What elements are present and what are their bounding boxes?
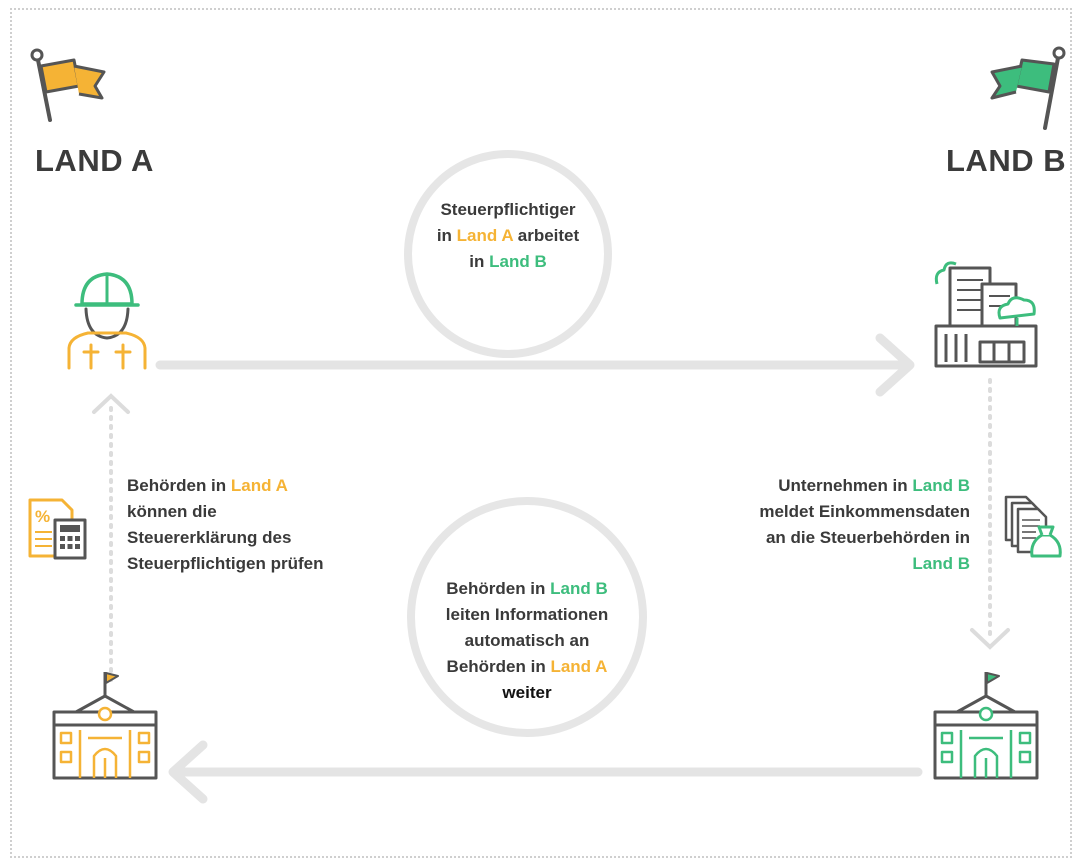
land-b-label: LAND B [946, 143, 1067, 178]
land-a-label: LAND A [35, 143, 154, 178]
flag-b-icon [990, 46, 1066, 130]
top-circle-text: Steuerpflichtiger in Land A arbeitet in … [418, 197, 598, 275]
left-description: Behörden in Land A können die Steuererkl… [127, 473, 387, 577]
worker-icon [67, 272, 147, 370]
svg-text:%: % [35, 507, 50, 526]
flag-a-icon [30, 48, 106, 122]
arrow-company-to-authority-b [970, 378, 1010, 650]
authority-a-building-icon [52, 672, 158, 780]
bottom-circle-text: Behörden in Land B leiten Informationen … [427, 576, 627, 706]
left-line-2: können die [127, 502, 217, 521]
land-b-highlight: Land B [912, 476, 970, 495]
bottom-circle-line-3: automatisch an [464, 631, 590, 650]
tax-document-icon: % [28, 498, 87, 560]
bottom-circle-line-1: Behörden in Land B [446, 579, 608, 598]
arrow-authority-b-to-a [168, 740, 923, 804]
authority-b-building-icon [933, 672, 1039, 780]
top-circle [404, 150, 612, 358]
company-building-icon [934, 261, 1038, 368]
right-line-1: Unternehmen in Land B [778, 476, 970, 495]
right-line-2: meldet Einkommensdaten [759, 502, 970, 521]
arrow-worker-to-company [155, 333, 915, 397]
dotted-frame [10, 8, 1072, 858]
right-line-4: Land B [700, 551, 970, 577]
land-b-highlight: Land B [489, 252, 547, 271]
land-b-highlight: Land B [550, 579, 608, 598]
left-line-4: Steuerpflichtigen prüfen [127, 554, 324, 573]
bottom-circle-line-2: leiten Informationen [445, 605, 609, 624]
bottom-circle-line-4: Behörden in Land A [446, 657, 608, 676]
land-a-highlight: Land A [550, 657, 608, 676]
left-line-1: Behörden in Land A [127, 476, 288, 495]
left-line-3: Steuererklärung des [127, 528, 292, 547]
top-circle-line-3: in Land B [469, 252, 547, 271]
land-b-highlight: Land B [912, 554, 970, 573]
bottom-circle [407, 497, 647, 737]
arrow-authority-a-to-worker [92, 393, 130, 682]
land-a-highlight: Land A [456, 226, 514, 245]
top-circle-line-1: Steuerpflichtiger [440, 200, 576, 219]
income-document-icon [1004, 495, 1062, 558]
top-circle-line-2: in Land A arbeitet [436, 226, 580, 245]
right-description: Unternehmen in Land B meldet Einkommensd… [700, 473, 970, 577]
land-a-highlight: Land A [230, 476, 288, 495]
bottom-circle-line-5: weiter [502, 683, 552, 702]
right-line-3: an die Steuerbehörden in [765, 528, 970, 547]
